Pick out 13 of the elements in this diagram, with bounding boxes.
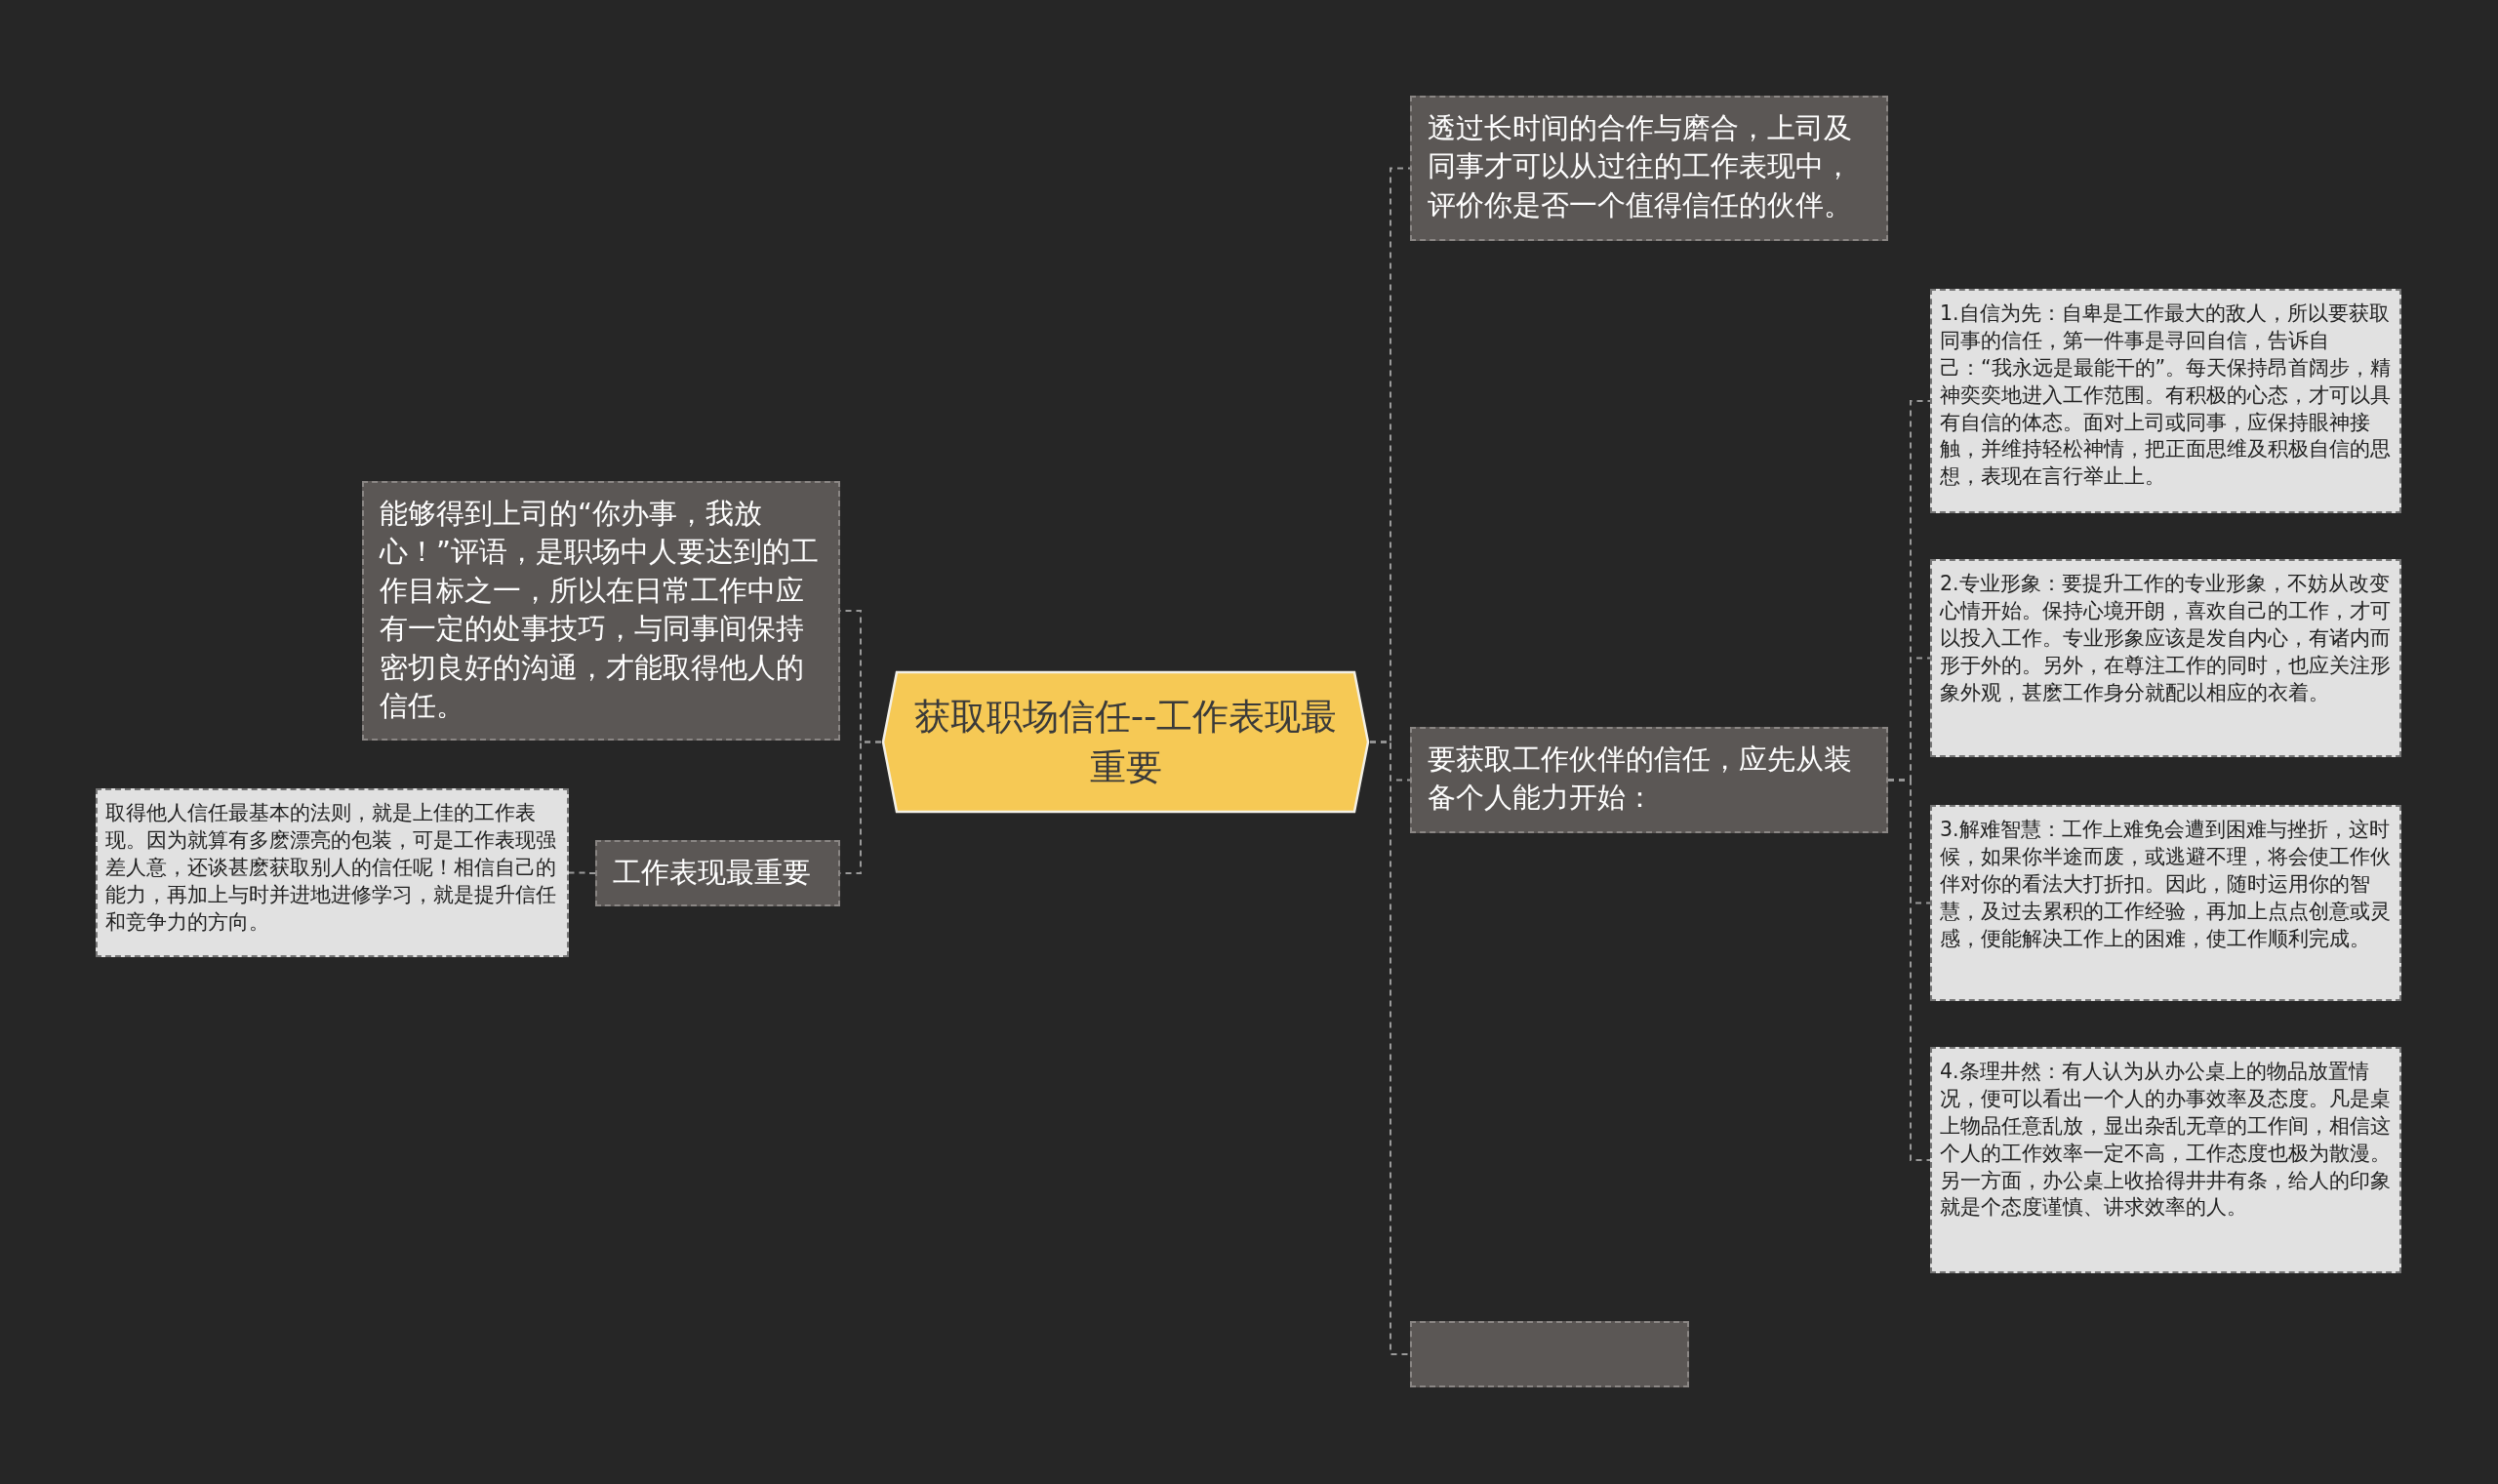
topic-box: 工作表现最重要 [595, 840, 840, 906]
topic-box: 能够得到上司的“你办事，我放心！”评语，是职场中人要达到的工作目标之一，所以在日常工作中应有一定的处事技巧，与同事间保持密切良好的沟通，才能取得他人的信任。 [362, 481, 840, 741]
note-card: 4.条理井然：有人认为从办公桌上的物品放置情况，便可以看出一个人的办事效率及态度。凡是桌上物品任意乱放，显出杂乱无章的工作间，相信这个人的工作效率一定不高，工作态度也极为散漫。另一方面，办公桌上收拾得井井有条，给人的印象就是个态度谨慎、讲求效率的人。 [1930, 1047, 2401, 1273]
topic-box: 透过长时间的合作与磨合，上司及同事才可以从过往的工作表现中，评价你是否一个值得信任的伙伴。 [1410, 96, 1888, 241]
note-card: 3.解难智慧：工作上难免会遭到困难与挫折，这时候，如果你半途而废，或逃避不理，将会使工作伙伴对你的看法大打折扣。因此，随时运用你的智慧，及过去累积的工作经验，再加上点点创意或灵感，便能解决工作上的困难，使工作顺利完成。 [1930, 805, 2401, 1001]
topic-box: 要获取工作伙伴的信任，应先从装备个人能力开始： [1410, 727, 1888, 833]
connector-line [1887, 779, 1931, 1161]
note-card: 2.专业形象：要提升工作的专业形象，不妨从改变心情开始。保持心境开朗，喜欢自己的工作，才可以投入工作。专业形象应该是发自内心，有诸内而形于外的。另外，在尊注工作的同时，也应关注形象外观，甚麽工作身分就配以相应的衣着。 [1930, 559, 2401, 757]
connector-line [568, 871, 596, 874]
connector-line [1369, 741, 1411, 1355]
empty-box [1410, 1321, 1689, 1387]
note-card: 取得他人信任最基本的法则，就是上佳的工作表现。因为就算有多麽漂亮的包装，可是工作表现强差人意，还谈甚麽获取别人的信任呢！相信自己的能力，再加上与时并进地进修学习，就是提升信任和竞争力的方向。 [96, 788, 569, 957]
note-card: 1.自信为先：自卑是工作最大的敌人，所以要获取同事的信任，第一件事是寻回自信，告诉自己：“我永远是最能干的”。每天保持昂首阔步，精神奕奕地进入工作范围。有积极的心态，才可以具有自信的体态。面对上司或同事，应保持眼神接触，并维持轻松神情，把正面思维及积极自信的思想，表现在言行举止上。 [1930, 289, 2401, 513]
